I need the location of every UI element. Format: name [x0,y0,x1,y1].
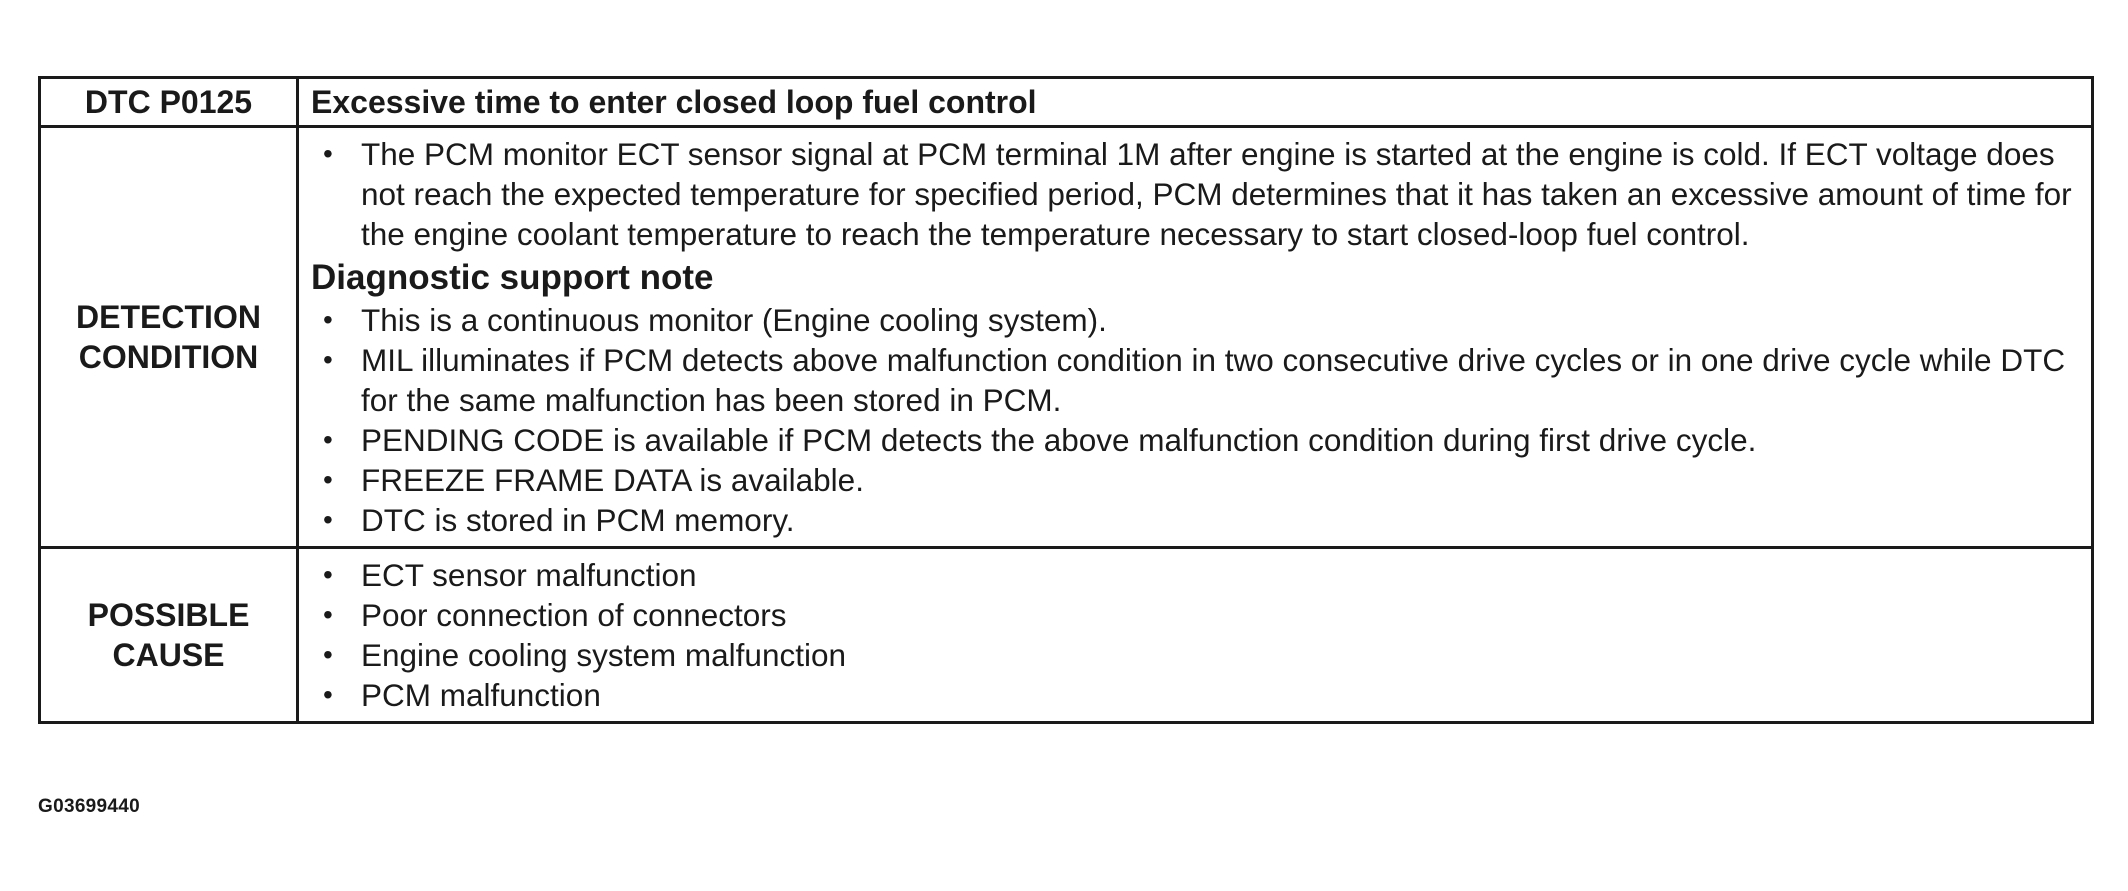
cause-label-line1: POSSIBLE [87,597,250,633]
support-note-item: FREEZE FRAME DATA is available. [311,460,2083,500]
support-note-item: PENDING CODE is available if PCM detects… [311,420,2083,460]
support-notes-list: This is a continuous monitor (Engine coo… [311,300,2083,540]
detection-content: The PCM monitor ECT sensor signal at PCM… [296,125,2094,549]
support-note-heading: Diagnostic support note [311,258,714,297]
cause-item: PCM malfunction [311,675,2083,715]
cause-label: POSSIBLE CAUSE [38,546,299,724]
cause-content: ECT sensor malfunction Poor connection o… [296,546,2094,724]
support-note-item: DTC is stored in PCM memory. [311,500,2083,540]
support-note-item: MIL illuminates if PCM detects above mal… [311,340,2083,420]
cause-item: ECT sensor malfunction [311,555,2083,595]
dtc-title: Excessive time to enter closed loop fuel… [296,76,2094,128]
cause-row: POSSIBLE CAUSE ECT sensor malfunction Po… [38,546,2094,724]
header-row: DTC P0125 Excessive time to enter closed… [38,76,2094,128]
detection-label-line2: CONDITION [78,339,259,375]
figure-code: G03699440 [38,796,141,817]
dtc-code: DTC P0125 [38,76,299,128]
detection-description: The PCM monitor ECT sensor signal at PCM… [311,134,2083,254]
detection-description-list: The PCM monitor ECT sensor signal at PCM… [311,134,2083,254]
dtc-table: DTC P0125 Excessive time to enter closed… [38,76,2094,724]
detection-row: DETECTION CONDITION The PCM monitor ECT … [38,125,2094,549]
detection-label-line1: DETECTION [76,299,261,335]
cause-label-line2: CAUSE [112,637,225,673]
detection-label: DETECTION CONDITION [38,125,299,549]
support-note-item: This is a continuous monitor (Engine coo… [311,300,2083,340]
cause-item: Poor connection of connectors [311,595,2083,635]
cause-item: Engine cooling system malfunction [311,635,2083,675]
cause-list: ECT sensor malfunction Poor connection o… [311,555,2083,715]
